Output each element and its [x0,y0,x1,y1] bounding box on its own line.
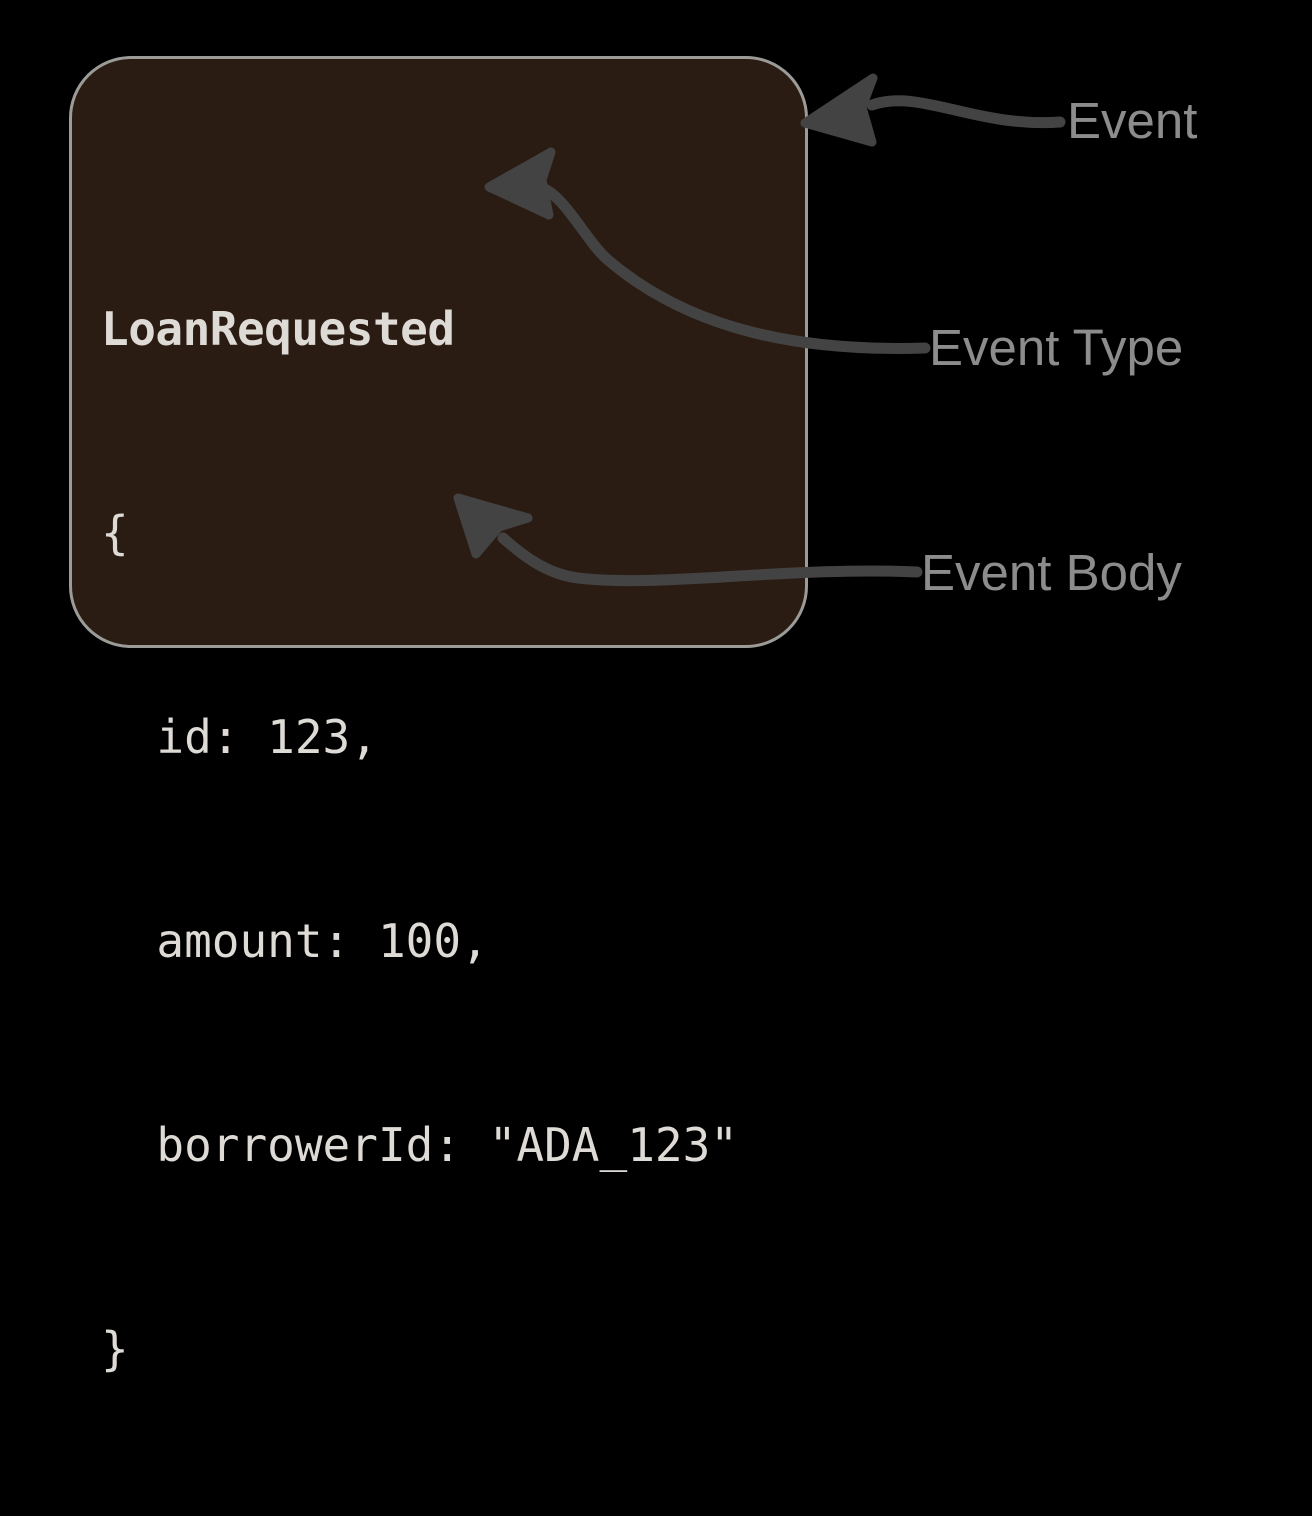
event-arrow [800,73,1066,147]
annotation-label-event-type: Event Type [929,319,1184,376]
event-code-block: LoanRequested { id: 123, amount: 100, bo… [101,159,738,1516]
annotation-label-event-body: Event Body [921,544,1182,601]
event-body-line-id: id: 123, [101,710,378,764]
event-type-name: LoanRequested [101,302,455,356]
event-body-line-open-brace: { [101,506,129,560]
event-body-line-amount: amount: 100, [101,914,489,968]
event-body-line-close-brace: } [101,1322,129,1376]
event-body-line-borrowerid: borrowerId: "ADA_123" [101,1118,738,1172]
annotation-label-event: Event [1067,92,1198,149]
event-card[interactable]: LoanRequested { id: 123, amount: 100, bo… [69,56,808,1376]
diagram-canvas: LoanRequested { id: 123, amount: 100, bo… [69,56,1198,1376]
